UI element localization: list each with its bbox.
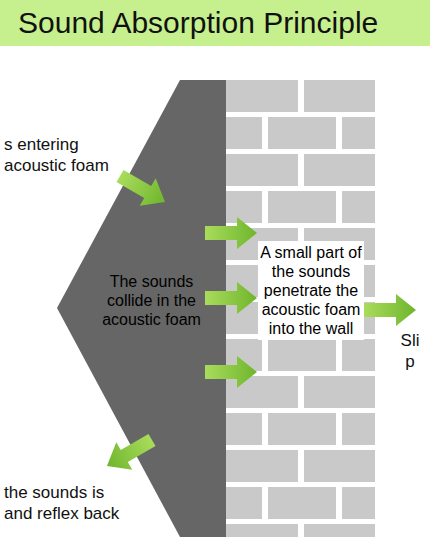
diagram-title: Sound Absorption Principle <box>18 6 378 40</box>
brick-wall: A small part of the sounds penetrate the… <box>226 80 375 537</box>
acoustic-foam: The sounds collide in the acoustic foam <box>57 80 226 537</box>
node-text: A small part of the sounds penetrate the… <box>258 241 364 340</box>
node-text: The sounds collide in the acoustic foam <box>85 272 218 329</box>
entering-label: s entering acoustic foam <box>4 134 126 176</box>
reflect-label: the sounds is and reflex back <box>4 482 132 524</box>
pass-label: Sli p <box>394 330 426 372</box>
title-bar: Sound Absorption Principle <box>0 0 430 46</box>
